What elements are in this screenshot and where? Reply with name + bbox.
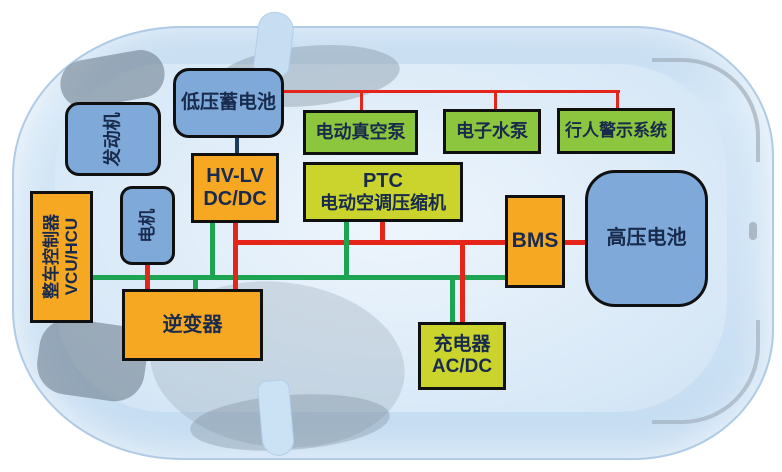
node-bms-label: BMS xyxy=(511,229,559,253)
node-electric-vacuum-pump: 电动真空泵 xyxy=(303,110,418,155)
wire-motor-to-inverter xyxy=(145,264,150,291)
node-engine: 发动机 xyxy=(65,102,161,176)
wire-red-bus-to-charger xyxy=(460,240,465,324)
wire-red-bus xyxy=(233,240,505,245)
wire-green-bus-to-charger xyxy=(450,278,455,324)
node-vehicle-controller-vcu-hcu: 整车控制器 VCU/HCU xyxy=(30,191,93,323)
node-inverter-label: 逆变器 xyxy=(162,313,223,336)
node-motor-label: 电机 xyxy=(137,208,157,243)
wire-ptc-green-drop xyxy=(344,222,349,280)
node-ptc-ac-compressor-label: PTC 电动空调压缩机 xyxy=(320,170,446,214)
node-charger-acdc-label: 充电器 AC/DC xyxy=(431,334,493,377)
node-bms: BMS xyxy=(505,195,565,288)
wire-bus-to-pedestrian xyxy=(616,90,619,110)
node-inverter: 逆变器 xyxy=(122,289,263,361)
node-electronic-water-pump-label: 电子水泵 xyxy=(456,121,528,142)
node-vehicle-controller-label: 整车控制器 VCU/HCU xyxy=(41,214,81,300)
node-hvlv-dcdc-converter: HV-LV DC/DC xyxy=(191,153,279,223)
door-handle-shape xyxy=(749,222,757,240)
node-pedestrian-warning-system: 行人警示系统 xyxy=(557,108,675,154)
wire-lvbatt-to-dcdc xyxy=(235,137,239,155)
node-engine-label: 发动机 xyxy=(102,112,123,166)
node-lv-battery: 低压蓄电池 xyxy=(173,68,284,138)
node-motor: 电机 xyxy=(120,186,175,265)
wire-green-bus xyxy=(93,275,505,280)
wire-lv-accessory-bus xyxy=(284,90,620,93)
node-charger-acdc: 充电器 AC/DC xyxy=(418,322,506,390)
wire-dcdc-green-drop xyxy=(210,222,215,278)
wire-bms-to-hvbattery xyxy=(565,240,585,245)
node-electric-vacuum-pump-label: 电动真空泵 xyxy=(315,122,406,143)
node-electronic-water-pump: 电子水泵 xyxy=(443,109,541,154)
wire-bus-to-vacuum-pump xyxy=(360,90,363,112)
node-ptc-ac-compressor: PTC 电动空调压缩机 xyxy=(303,162,463,222)
wire-bus-to-water-pump xyxy=(494,90,497,111)
node-hvlv-dcdc-converter-label: HV-LV DC/DC xyxy=(203,165,267,210)
wire-ptc-red-drop xyxy=(380,222,385,242)
wire-green-bus-to-inverter xyxy=(193,278,198,291)
node-hv-battery: 高压电池 xyxy=(585,170,708,307)
node-lv-battery-label: 低压蓄电池 xyxy=(180,92,276,114)
node-pedestrian-warning-system-label: 行人警示系统 xyxy=(565,121,667,141)
node-hv-battery-label: 高压电池 xyxy=(606,227,687,249)
wire-dcdc-red-drop xyxy=(233,222,238,291)
